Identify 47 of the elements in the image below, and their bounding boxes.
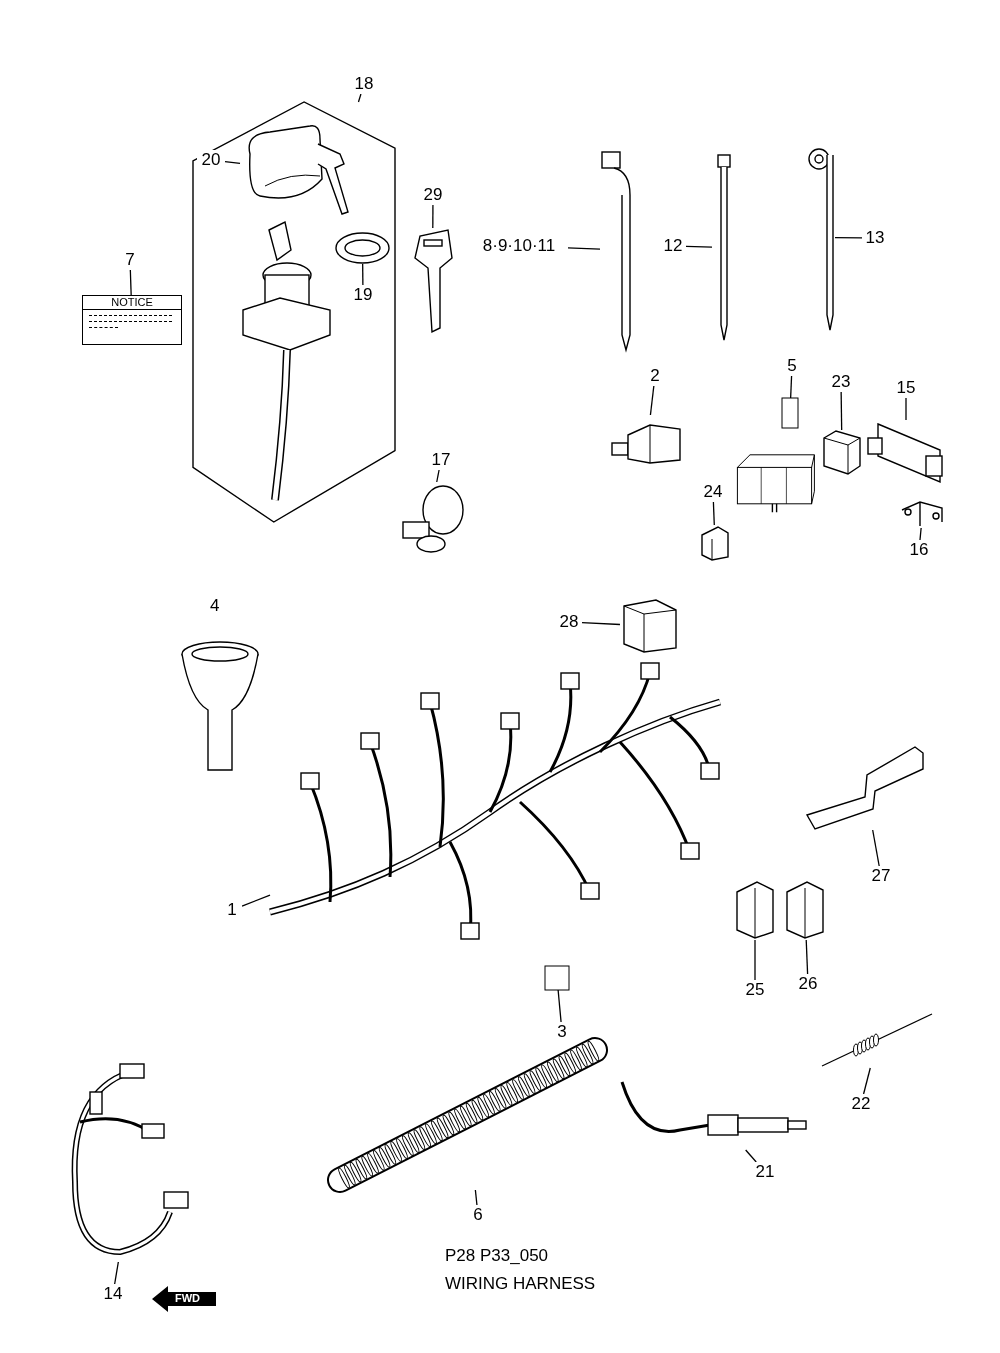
leader-line xyxy=(241,894,271,907)
drawing-code: P28 P33_050 xyxy=(445,1246,549,1266)
leader-line xyxy=(362,263,364,286)
leader-line xyxy=(129,269,132,296)
leader-line xyxy=(790,375,793,399)
relay-drawing xyxy=(620,598,680,654)
leader-line xyxy=(840,391,843,431)
connector-drawing xyxy=(700,525,730,561)
plate-drawing xyxy=(805,745,925,830)
clamp-drawing xyxy=(900,500,945,528)
switch-kit-outline xyxy=(193,102,395,522)
label-heading: NOTICE xyxy=(83,296,181,310)
leader-line xyxy=(357,93,362,103)
harness-label: WIRING HARNESS xyxy=(445,1274,596,1294)
leader-line xyxy=(685,245,713,248)
leader-line xyxy=(567,247,601,250)
leader-line xyxy=(474,1189,478,1206)
leader-line xyxy=(712,501,715,526)
callout-number: 4 xyxy=(210,596,220,616)
spring-drawing xyxy=(820,1012,935,1068)
corrugated-tube-drawing xyxy=(330,1040,605,1190)
bracket-drawing xyxy=(868,420,944,486)
leader-line xyxy=(905,397,907,421)
leader-line xyxy=(754,939,756,981)
cover-drawing xyxy=(785,880,825,940)
fuse-drawing xyxy=(782,398,798,428)
relay-drawing xyxy=(822,430,862,475)
leader-line xyxy=(557,989,562,1023)
leader-line xyxy=(745,1149,757,1163)
direction-label: FWD xyxy=(175,1292,201,1304)
leader-line xyxy=(581,622,621,626)
leader-line xyxy=(432,204,434,229)
notice-label xyxy=(82,295,182,345)
leader-line xyxy=(872,829,880,867)
leader-line xyxy=(114,1261,119,1285)
cover-drawing xyxy=(735,880,775,940)
cap-drawing xyxy=(545,966,569,990)
leader-line xyxy=(805,939,809,975)
cable-tie-drawing xyxy=(805,145,835,330)
leader-line xyxy=(834,237,863,239)
leader-line xyxy=(862,1067,871,1095)
leader-line xyxy=(224,161,241,165)
leader-line xyxy=(919,527,922,541)
leader-line xyxy=(436,469,440,483)
lock-ring-drawing xyxy=(335,232,390,264)
callout-number: 18 xyxy=(352,74,376,94)
leader-line xyxy=(649,385,655,416)
